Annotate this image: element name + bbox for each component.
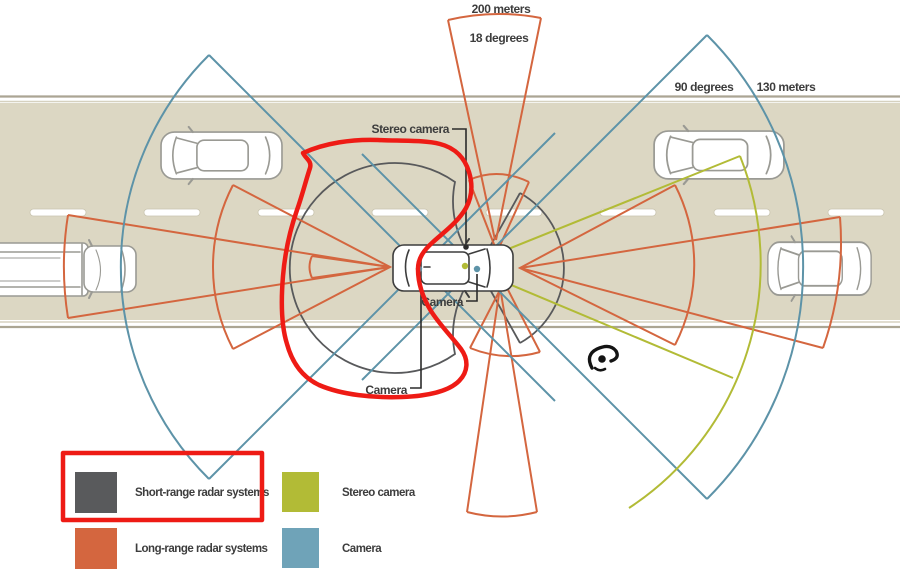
- legend-swatch-camera: [282, 528, 319, 568]
- bottom-camera-label: Camera: [365, 383, 407, 397]
- labels: 200 meters 18 degrees 90 degrees 130 met…: [365, 2, 816, 397]
- long-range-radar-cone-left-short: [308, 255, 391, 279]
- stereo-camera-label: Stereo camera: [371, 122, 449, 136]
- ego-car: [392, 238, 514, 298]
- lane-marking: [371, 208, 429, 217]
- legend-swatch-short-range-radar: [75, 472, 117, 513]
- legend-label-camera: Camera: [342, 543, 382, 555]
- side-range-label: 130 meters: [757, 80, 816, 94]
- legend-label-stereo-camera: Stereo camera: [342, 487, 416, 499]
- stereo-camera-dot: [461, 262, 469, 270]
- stereo-camera-mount-dot: [463, 244, 469, 250]
- other-vehicles: [0, 124, 873, 302]
- legend: Short-range radar systems Long-range rad…: [75, 472, 416, 569]
- long-range-radar-fan-right-long: [519, 216, 842, 349]
- lane-marking: [713, 208, 771, 217]
- hand-drawn-annotation-loop: [279, 137, 474, 400]
- camera-cones: [119, 34, 805, 500]
- front-camera-dot: [473, 265, 481, 273]
- front-camera-pointer-line: [466, 274, 478, 302]
- front-camera-label: Camera: [421, 295, 463, 309]
- pedestrian-icon: [587, 344, 619, 372]
- lane-marking: [29, 208, 87, 217]
- red-annotations: [60, 137, 474, 523]
- truck: [0, 239, 137, 299]
- car-bottom-right: [766, 235, 873, 302]
- legend-label-long-range-radar: Long-range radar systems: [135, 543, 268, 555]
- forward-range-label: 200 meters: [472, 2, 531, 16]
- side-fov-label: 90 degrees: [675, 80, 734, 94]
- bottom-camera-pointer-line: [410, 290, 422, 389]
- long-range-radar-cones: [62, 13, 842, 518]
- legend-highlight-box: [60, 450, 265, 523]
- camera-cone-right: [361, 34, 805, 500]
- forward-fov-label: 18 degrees: [470, 31, 529, 45]
- long-range-radar-cone-forward-200m: [447, 13, 542, 241]
- legend-swatch-long-range-radar: [75, 528, 117, 569]
- camera-cone-left: [119, 54, 556, 480]
- car-top-right: [652, 124, 786, 186]
- legend-label-short-range-radar: Short-range radar systems: [135, 487, 269, 499]
- lane-marking: [827, 208, 885, 217]
- car-top-left: [160, 125, 284, 186]
- long-range-radar-cone-down: [466, 286, 538, 518]
- legend-swatch-stereo-camera: [282, 472, 319, 512]
- lane-marking: [143, 208, 201, 217]
- lane-markings: [29, 208, 885, 217]
